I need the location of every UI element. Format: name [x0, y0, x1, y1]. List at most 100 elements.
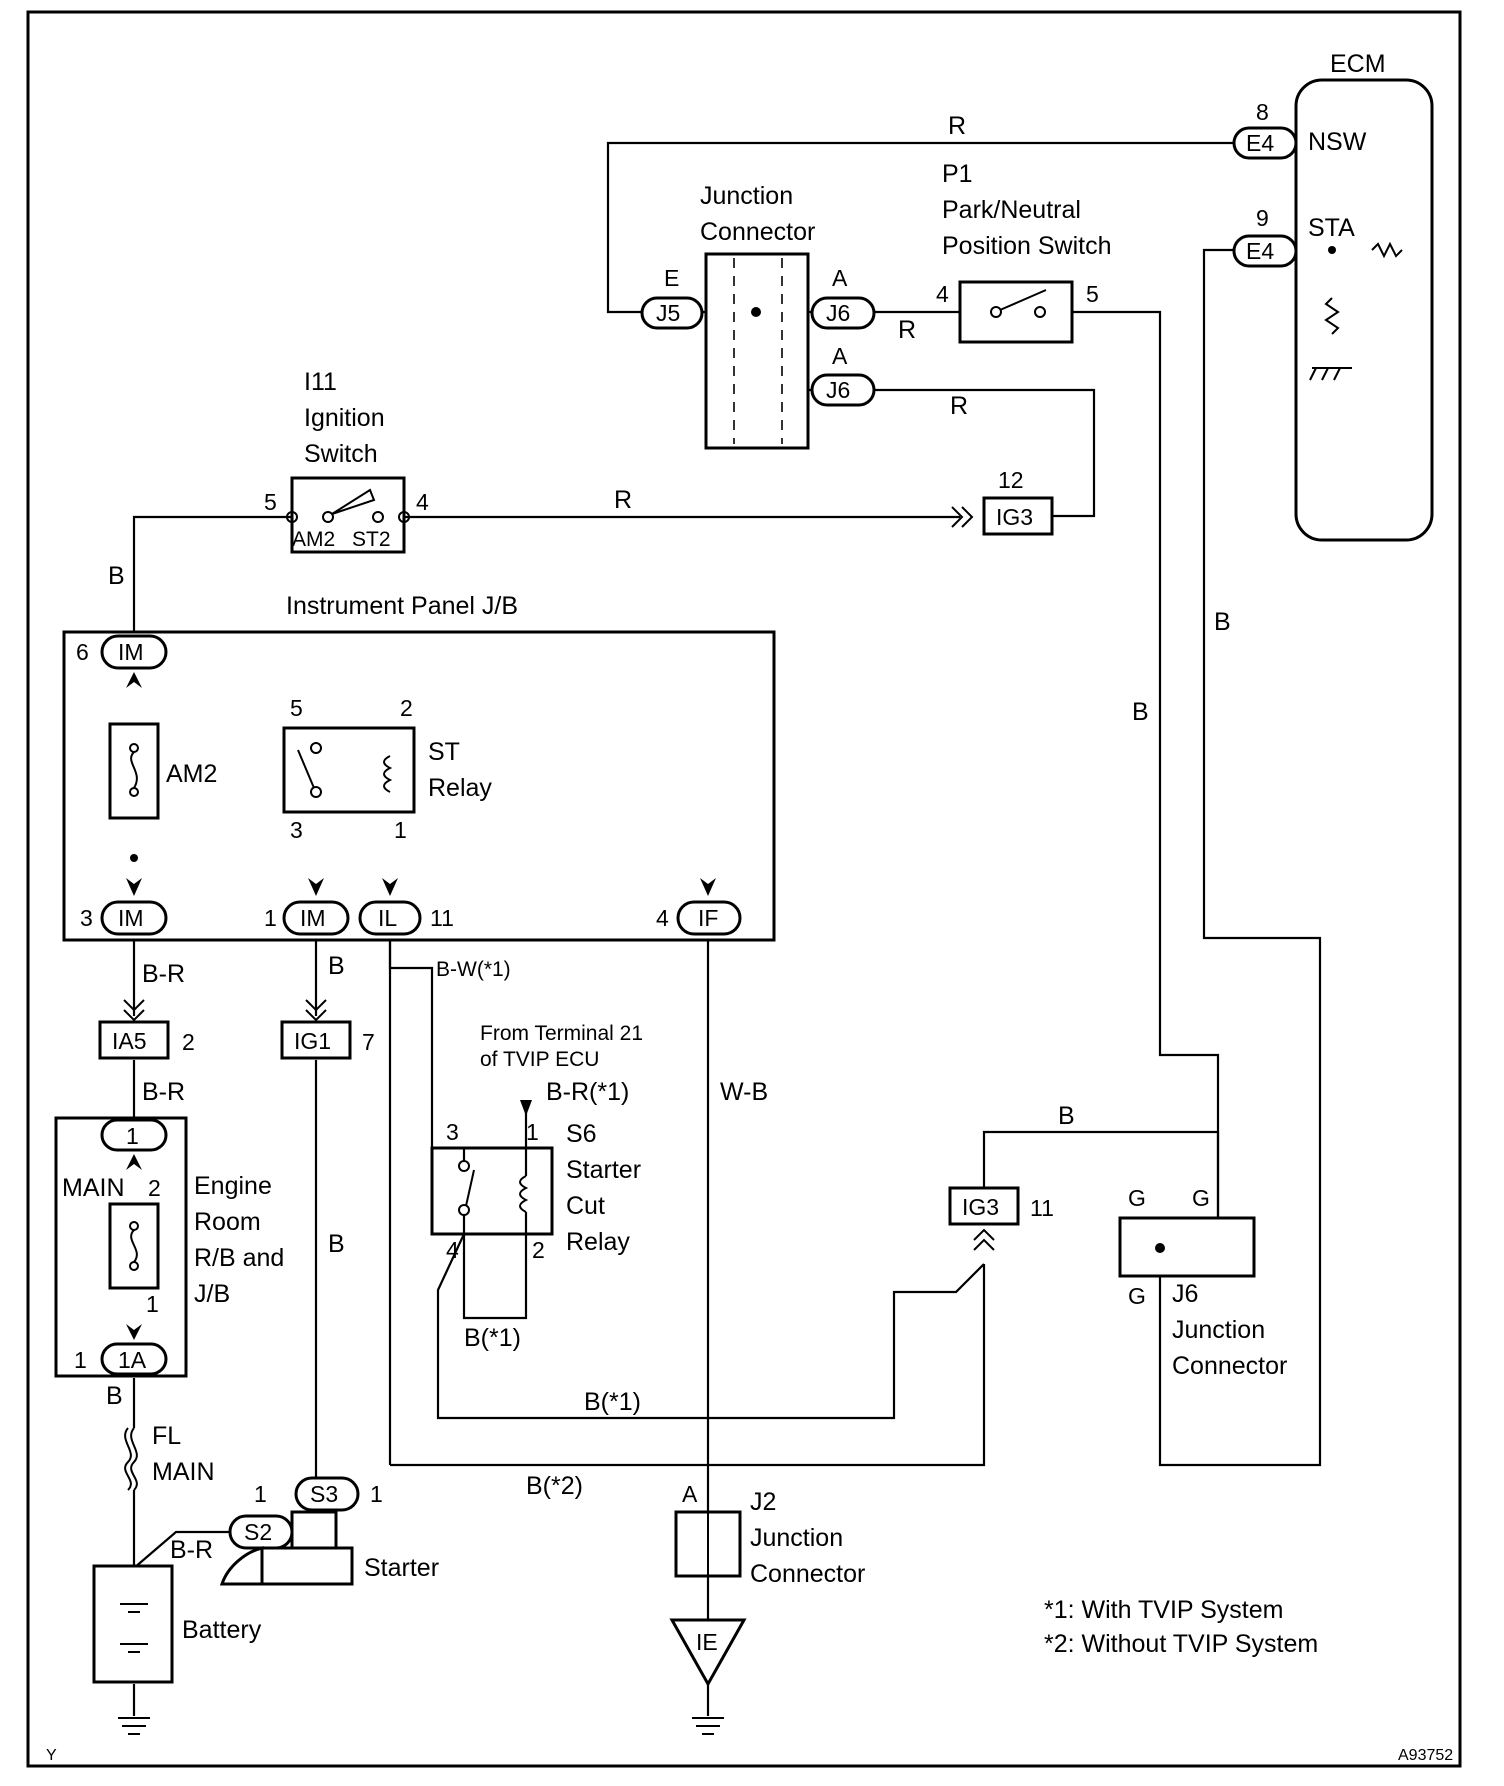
svg-text:3: 3	[290, 817, 303, 843]
corner-y-label: Y	[46, 1747, 57, 1764]
ground-symbol-battery	[118, 1717, 150, 1735]
svg-text:I11: I11	[304, 368, 337, 396]
wire-r-ig3: R	[950, 392, 968, 420]
svg-text:1: 1	[126, 1123, 139, 1149]
fl-main-fusible-link: FL MAIN	[124, 1422, 215, 1491]
svg-text:4: 4	[446, 1237, 459, 1263]
svg-text:MAIN: MAIN	[62, 1174, 125, 1202]
ecm-unit: ECM NSW STA	[1294, 50, 1434, 542]
wire-b-ig3-lower: B	[1058, 1102, 1075, 1130]
svg-text:IG3: IG3	[962, 1194, 999, 1220]
wire-br1: B-R(*1)	[546, 1078, 629, 1106]
svg-text:G: G	[1192, 1185, 1210, 1211]
svg-text:ST2: ST2	[352, 528, 391, 551]
pin-9: 9	[1256, 205, 1269, 231]
nsw-label: NSW	[1308, 128, 1367, 156]
wire-b-p1: B	[1132, 698, 1149, 726]
instrument-panel-jb: Instrument Panel J/B IM 6 AM2 ST Relay 5…	[62, 592, 776, 942]
svg-text:1: 1	[526, 1119, 539, 1145]
svg-text:Switch: Switch	[304, 440, 378, 468]
svg-text:2: 2	[532, 1237, 545, 1263]
svg-text:4: 4	[416, 489, 429, 515]
junction-connector-top: Junction Connector	[700, 182, 815, 450]
ig3-connector-upper: IG3 12	[951, 467, 1054, 536]
svg-text:J6: J6	[826, 300, 850, 326]
svg-text:MAIN: MAIN	[152, 1458, 215, 1486]
svg-text:Starter: Starter	[566, 1156, 641, 1184]
e4-connector-nsw: E4 8	[1232, 99, 1298, 160]
battery: Battery	[92, 1564, 262, 1684]
svg-text:Park/Neutral: Park/Neutral	[942, 196, 1081, 224]
svg-text:A: A	[682, 1481, 698, 1507]
svg-text:5: 5	[264, 489, 277, 515]
svg-text:J6: J6	[1172, 1280, 1198, 1308]
svg-text:J2: J2	[750, 1488, 776, 1516]
svg-text:Junction: Junction	[700, 182, 793, 210]
ground-symbol-ie	[692, 1717, 724, 1735]
svg-text:5: 5	[1086, 281, 1099, 307]
svg-text:2: 2	[148, 1175, 161, 1201]
svg-text:Position Switch: Position Switch	[942, 232, 1112, 260]
svg-text:Ignition: Ignition	[304, 404, 385, 432]
svg-text:IE: IE	[696, 1629, 718, 1655]
svg-text:12: 12	[998, 467, 1024, 493]
svg-text:Connector: Connector	[1172, 1352, 1287, 1380]
e4-connector-sta: E4 9	[1232, 205, 1298, 268]
j2-junction-connector: A J2 Junction Connector	[674, 1481, 865, 1588]
wire-b1-upper: B(*1)	[464, 1324, 521, 1352]
diagram-frame	[26, 10, 1462, 1768]
svg-text:AM2: AM2	[292, 528, 335, 551]
wire-b-sta: B	[1214, 608, 1231, 636]
svg-text:P1: P1	[942, 160, 973, 188]
svg-text:Relay: Relay	[566, 1228, 630, 1256]
from-terminal-line2: of TVIP ECU	[480, 1048, 599, 1071]
svg-text:IM: IM	[300, 905, 326, 931]
wire-br-battery: B-R	[170, 1536, 213, 1564]
svg-text:A: A	[832, 265, 848, 291]
ig3-connector-lower: IG3 11	[948, 1186, 1054, 1251]
svg-text:6: 6	[76, 639, 89, 665]
svg-text:1: 1	[394, 817, 407, 843]
svg-text:Cut: Cut	[566, 1192, 605, 1220]
svg-text:J5: J5	[656, 300, 680, 326]
svg-text:2: 2	[400, 695, 413, 721]
svg-text:S2: S2	[244, 1519, 272, 1545]
svg-text:Starter: Starter	[364, 1554, 439, 1582]
svg-text:E4: E4	[1246, 130, 1274, 156]
svg-text:11: 11	[1030, 1195, 1054, 1221]
ecm-title: ECM	[1330, 50, 1386, 78]
wire-r-p1: R	[898, 316, 916, 344]
svg-text:5: 5	[290, 695, 303, 721]
svg-text:7: 7	[362, 1029, 375, 1055]
svg-text:Instrument Panel J/B: Instrument Panel J/B	[286, 592, 518, 620]
s6-starter-cut-relay: 3 1 4 2 S6 Starter Cut Relay	[430, 1100, 641, 1263]
wire-r-nsw: R	[948, 112, 966, 140]
svg-text:IF: IF	[698, 905, 718, 931]
ig1-connector: IG1 7	[280, 999, 375, 1060]
svg-text:J6: J6	[826, 377, 850, 403]
j6-connector-lower: J6 A	[810, 343, 876, 407]
svg-text:AM2: AM2	[166, 760, 217, 788]
starter-motor: S3 1 1 S2 Starter	[219, 1476, 439, 1586]
svg-text:Connector: Connector	[750, 1560, 865, 1588]
svg-text:J/B: J/B	[194, 1280, 230, 1308]
svg-text:Relay: Relay	[428, 774, 492, 802]
svg-text:E4: E4	[1246, 238, 1274, 264]
svg-text:A: A	[832, 343, 848, 369]
wire-b-ign: B	[108, 562, 125, 590]
svg-text:Junction: Junction	[750, 1524, 843, 1552]
svg-text:IA5: IA5	[112, 1028, 147, 1054]
svg-text:FL: FL	[152, 1422, 181, 1450]
svg-text:Battery: Battery	[182, 1616, 262, 1644]
svg-text:IM: IM	[118, 639, 144, 665]
svg-text:S6: S6	[566, 1120, 597, 1148]
wire-b1-lower: B(*1)	[584, 1388, 641, 1416]
svg-text:1: 1	[74, 1347, 87, 1373]
svg-text:Junction: Junction	[1172, 1316, 1265, 1344]
from-terminal-line1: From Terminal 21	[480, 1022, 643, 1045]
svg-text:IM: IM	[118, 905, 144, 931]
wire-b2: B(*2)	[526, 1472, 583, 1500]
svg-text:4: 4	[936, 281, 949, 307]
svg-text:R/B and: R/B and	[194, 1244, 284, 1272]
svg-text:Room: Room	[194, 1208, 261, 1236]
